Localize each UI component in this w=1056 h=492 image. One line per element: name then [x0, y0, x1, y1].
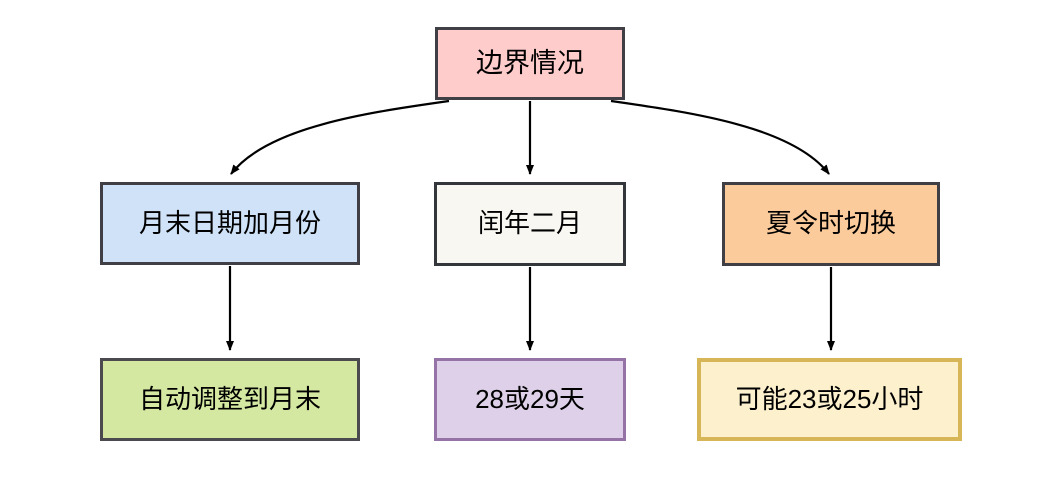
node-auto-adjust-to-month-end[interactable]: 自动调整到月末 [100, 358, 360, 441]
edge-root-to-month-end-add [230, 99, 450, 175]
node-label: 边界情况 [476, 47, 584, 78]
node-dst-switch[interactable]: 夏令时切换 [722, 182, 940, 266]
node-boundary-cases[interactable]: 边界情况 [435, 27, 625, 100]
node-label: 28或29天 [475, 383, 585, 414]
node-label: 闰年二月 [477, 208, 582, 239]
node-label: 夏令时切换 [765, 208, 896, 239]
node-28-or-29-days[interactable]: 28或29天 [434, 358, 626, 441]
node-label: 月末日期加月份 [138, 207, 321, 238]
node-label: 可能23或25小时 [735, 383, 924, 414]
node-label: 自动调整到月末 [138, 383, 321, 414]
edge-root-to-dst-switch [610, 99, 830, 175]
node-leap-year-february[interactable]: 闰年二月 [434, 182, 626, 266]
node-maybe-23-or-25-hours[interactable]: 可能23或25小时 [697, 358, 962, 441]
node-month-end-add-month[interactable]: 月末日期加月份 [100, 182, 360, 265]
